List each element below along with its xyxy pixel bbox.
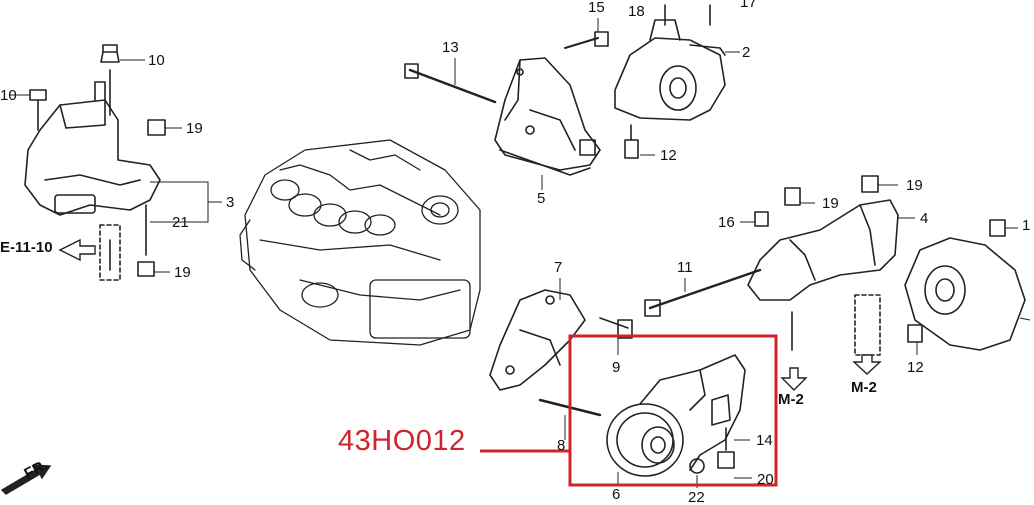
m2-left-arrow-icon xyxy=(852,354,882,375)
leader-lines xyxy=(10,18,1031,488)
label-part-7: 7 xyxy=(554,259,563,276)
label-part-10: 10 xyxy=(148,52,165,69)
label-part-11: 11 xyxy=(677,259,693,276)
label-part-19-a: 19 xyxy=(186,120,203,137)
label-part-13: 13 xyxy=(442,39,459,56)
label-part-18: 18 xyxy=(628,3,645,20)
e11-arrow-icon xyxy=(58,238,96,262)
bracket-5 xyxy=(404,31,609,176)
label-ref-e11: E-11-10 xyxy=(0,239,53,256)
label-part-2: 2 xyxy=(742,44,751,61)
label-part-22: 22 xyxy=(688,489,705,505)
highlight-box xyxy=(568,334,778,487)
m2-arrow-icon xyxy=(780,367,808,391)
bracket-4 xyxy=(644,175,899,356)
engine-block xyxy=(239,139,481,346)
label-part-21: 21 xyxy=(172,214,189,231)
left-mount-assembly xyxy=(24,44,166,281)
mount-right xyxy=(904,219,1026,351)
label-part-19-d: 19 xyxy=(906,177,923,194)
label-part-16: 16 xyxy=(718,214,735,231)
label-part-8: 8 xyxy=(557,437,566,454)
label-part-9: 9 xyxy=(612,359,621,376)
label-part-19-c: 19 xyxy=(822,195,839,212)
label-part-1: 1 xyxy=(1022,217,1031,234)
rear-mount-6 xyxy=(606,354,746,477)
part-number-callout: 43HO012 xyxy=(338,425,466,457)
label-ref-m2: M-2 xyxy=(778,391,804,408)
label-part-4: 4 xyxy=(920,210,929,227)
label-part-17: 17 xyxy=(740,0,757,11)
label-ref-m2-left: M-2 xyxy=(851,379,877,396)
label-part-12-b: 12 xyxy=(907,359,924,376)
front-arrow-icon xyxy=(0,464,52,495)
label-part-6: 6 xyxy=(612,486,621,503)
label-part-19-b: 19 xyxy=(174,264,191,281)
label-part-10-left: 10 xyxy=(0,87,17,104)
label-part-15: 15 xyxy=(588,0,605,16)
label-part-12-a: 12 xyxy=(660,147,677,164)
label-part-5: 5 xyxy=(537,190,546,207)
label-part-20: 20 xyxy=(757,471,774,488)
mount-2 xyxy=(614,4,726,159)
label-part-14: 14 xyxy=(756,432,773,449)
ref-arrows xyxy=(0,238,882,495)
label-part-3: 3 xyxy=(226,194,235,211)
bracket-7 xyxy=(489,289,633,417)
